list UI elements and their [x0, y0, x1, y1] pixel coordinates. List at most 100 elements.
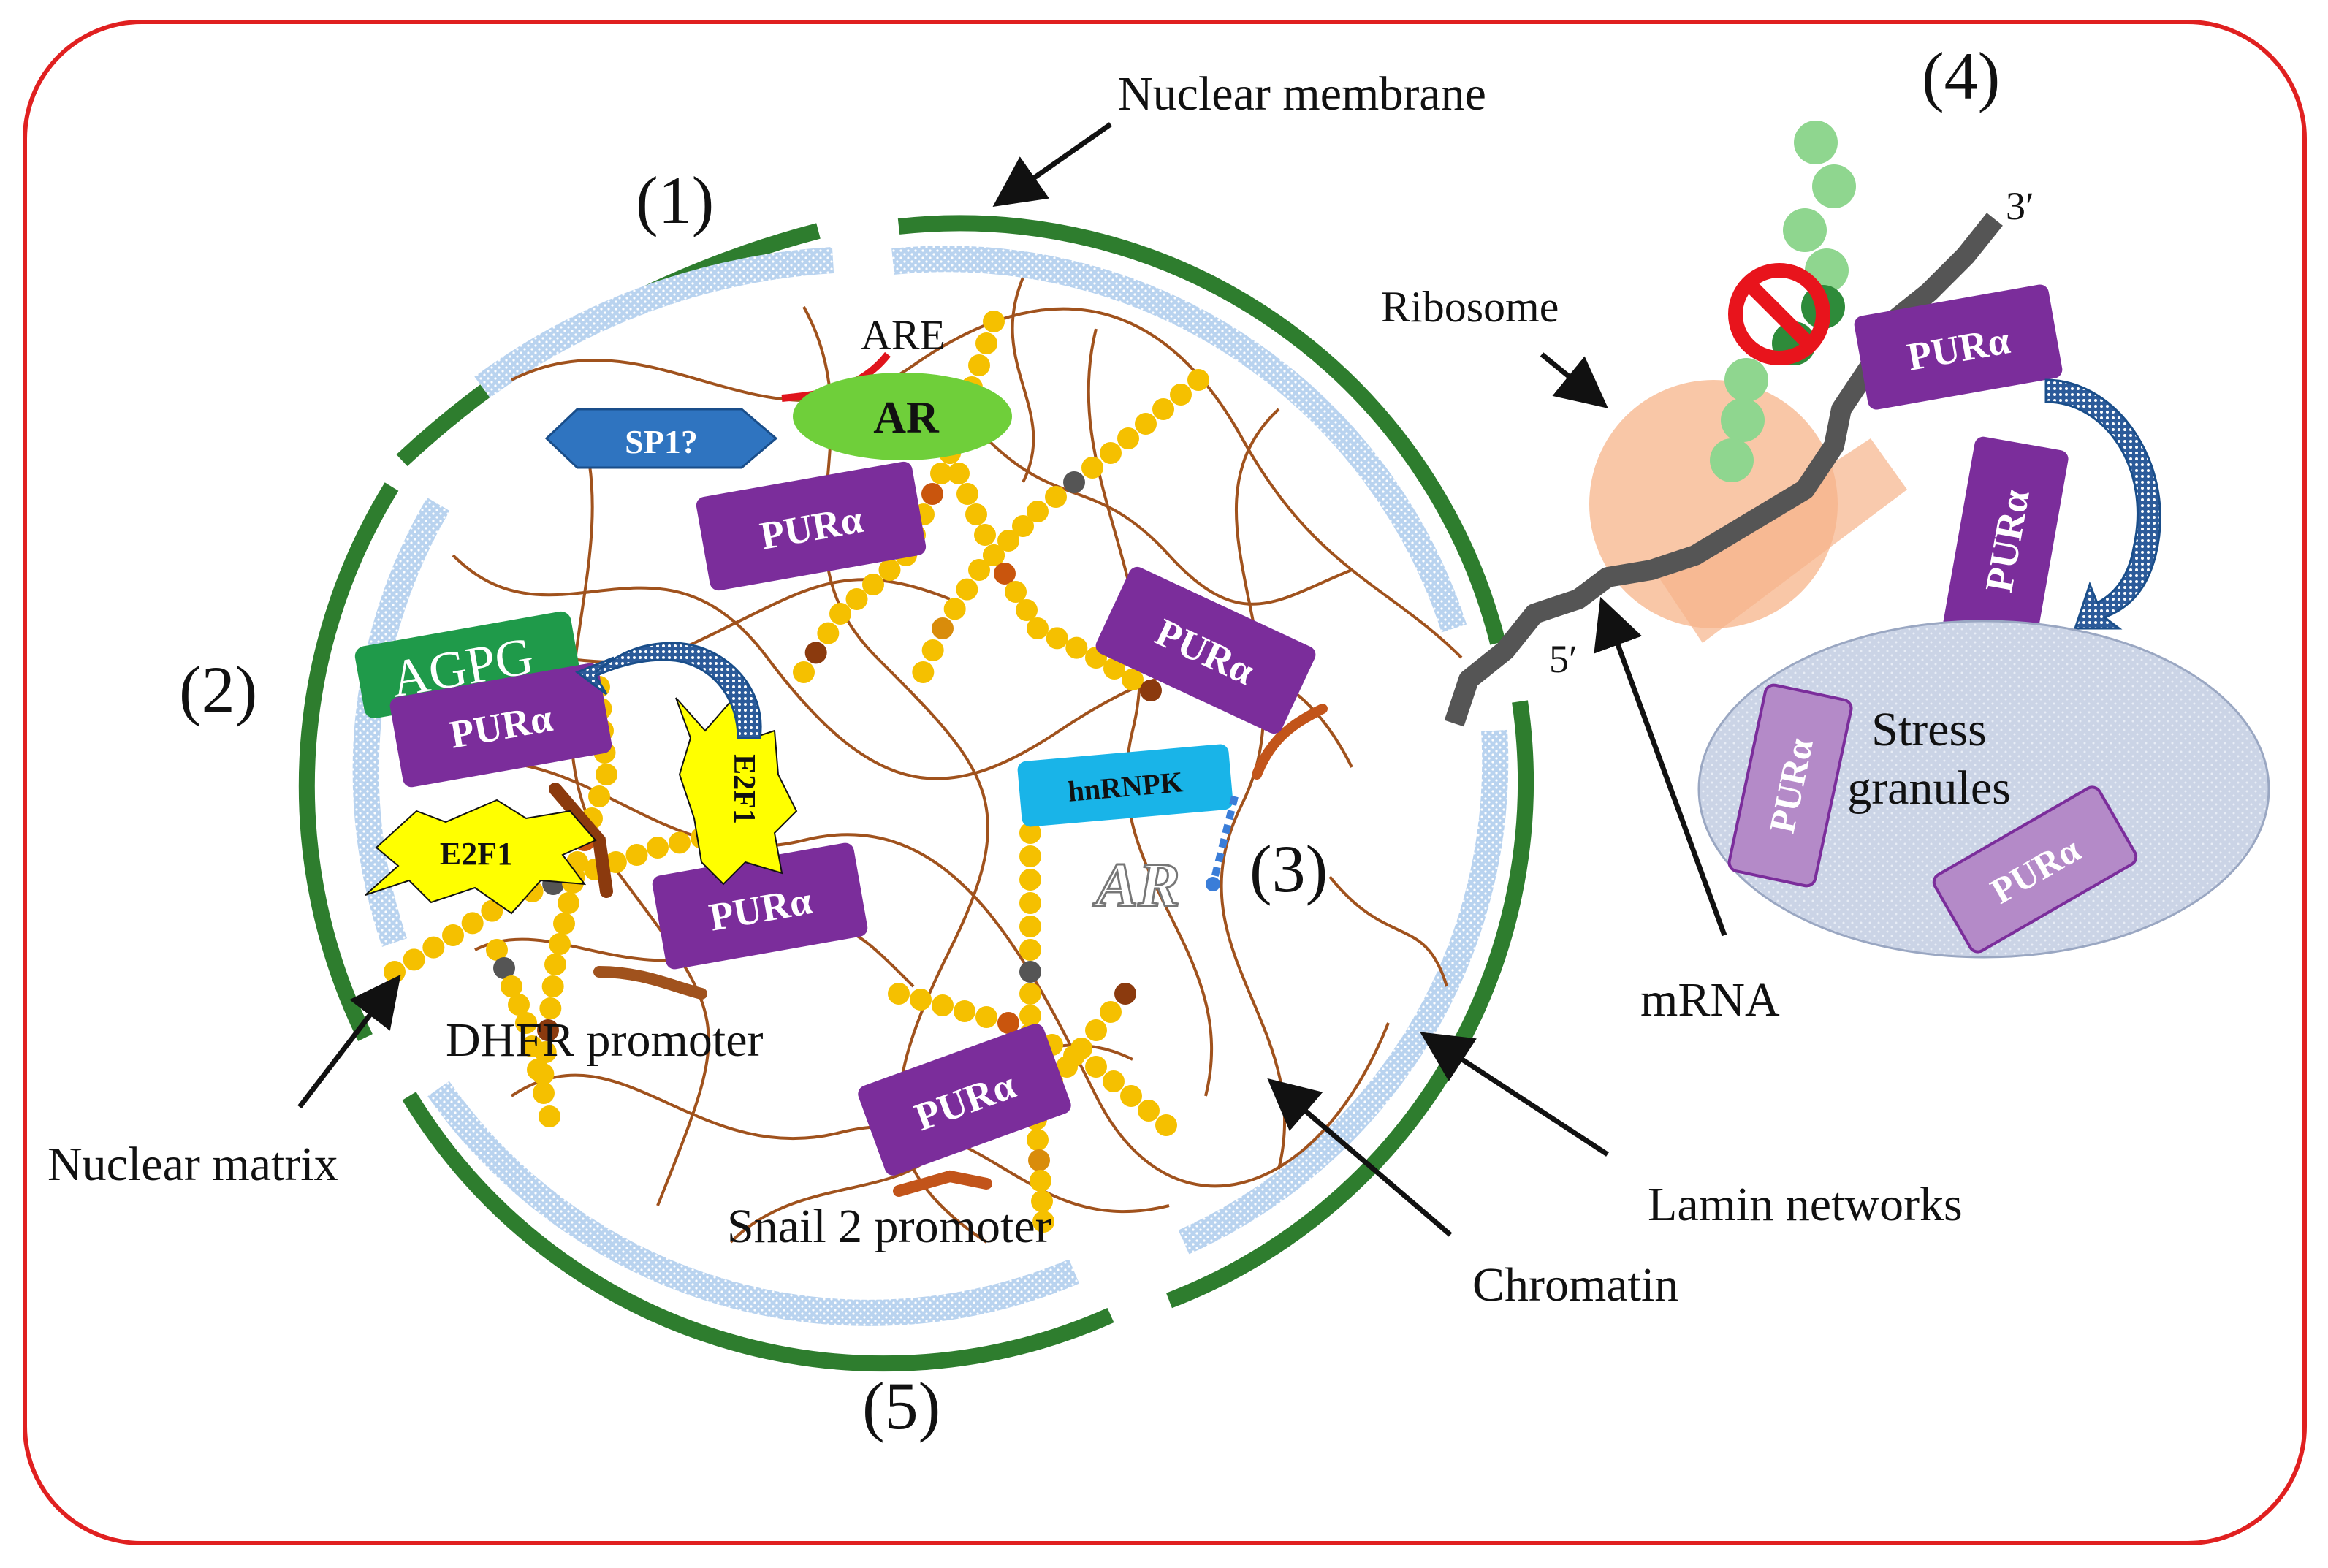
- pur-alpha-protein: PURα: [389, 663, 612, 788]
- matrix-bead: [1081, 457, 1103, 479]
- stress-granule: Stress granules PURα PURα: [1697, 620, 2270, 959]
- snail2-promoter-segment: [893, 1170, 992, 1197]
- matrix-bead: [539, 1105, 560, 1127]
- matrix-bead: [1152, 398, 1174, 420]
- matrix-bead: [533, 1082, 555, 1104]
- matrix-bead: [486, 939, 508, 961]
- matrix-bead: [558, 892, 579, 914]
- matrix-bead: [1012, 515, 1034, 537]
- matrix-bead: [1085, 1019, 1107, 1041]
- matrix-bead: [975, 332, 997, 354]
- matrix-bead: [921, 639, 944, 661]
- matrix-bead: [948, 463, 970, 484]
- matrix-bead: [1065, 636, 1088, 659]
- inhibit-icon: [1728, 263, 1830, 365]
- matrix-bead: [956, 483, 978, 505]
- matrix-bead: [527, 1059, 549, 1081]
- chromatin-label: Chromatin: [1472, 1258, 1678, 1312]
- matrix-bead: [481, 899, 503, 922]
- matrix-bead: [804, 642, 827, 664]
- sp1-factor: SP1?: [544, 408, 778, 469]
- matrix-bead: [1046, 627, 1068, 650]
- matrix-bead: [1070, 1038, 1092, 1059]
- matrix-bead: [508, 994, 530, 1016]
- cytoplasm-translation: 5′ 3′ PURα PURα Stress granules PURα: [1444, 121, 2270, 959]
- region-5-label: (5): [862, 1369, 940, 1443]
- matrix-bead: [983, 311, 1005, 332]
- matrix-bead: [974, 524, 996, 546]
- matrix-bead: [932, 617, 954, 639]
- matrix-bead: [1056, 1056, 1078, 1078]
- matrix-bead: [1138, 1100, 1160, 1122]
- ar-protein-label: AR: [873, 393, 940, 443]
- matrix-bead: [862, 574, 884, 595]
- matrix-bead: [461, 912, 484, 935]
- matrix-bead: [997, 530, 1019, 552]
- matrix-bead: [422, 936, 445, 959]
- matrix-bead: [912, 661, 935, 683]
- matrix-bead: [1114, 983, 1136, 1005]
- matrix-bead: [965, 503, 987, 525]
- matrix-bead: [1045, 486, 1067, 508]
- nuclear-matrix-label: Nuclear matrix: [47, 1138, 338, 1191]
- matrix-bead: [1027, 1129, 1049, 1151]
- matrix-bead: [878, 559, 901, 581]
- mrna-label: mRNA: [1640, 973, 1780, 1027]
- pur-alpha-protein: PURα: [1095, 566, 1316, 734]
- matrix-bead: [384, 961, 406, 983]
- matrix-bead: [1030, 1170, 1051, 1192]
- nuclear-membrane-label: Nuclear membrane: [1118, 67, 1486, 121]
- matrix-bead: [1187, 369, 1209, 391]
- matrix-bead: [1027, 617, 1049, 639]
- pur-alpha-protein: PURα: [1854, 284, 2063, 410]
- matrix-bead: [1019, 939, 1041, 961]
- matrix-bead: [793, 661, 815, 683]
- matrix-bead: [596, 764, 617, 785]
- matrix-bead: [921, 483, 943, 505]
- matrix-bead: [1140, 680, 1162, 701]
- matrix-bead: [1019, 869, 1041, 891]
- matrix-bead: [1155, 1114, 1177, 1136]
- sp1-label: SP1?: [625, 423, 698, 460]
- dhfr-promoter-label: DHFR promoter: [446, 1013, 764, 1067]
- matrix-bead: [968, 354, 990, 376]
- matrix-bead: [1122, 669, 1144, 690]
- arrow-icon: [297, 974, 401, 1109]
- matrix-bead: [442, 924, 464, 946]
- promoter-segments: [549, 704, 1328, 1197]
- matrix-bead: [1103, 1070, 1125, 1092]
- matrix-bead: [1117, 427, 1139, 449]
- matrix-bead: [1019, 983, 1041, 1005]
- matrix-bead: [1063, 471, 1085, 493]
- arrow-icon: [992, 122, 1113, 208]
- matrix-bead: [1028, 1149, 1050, 1171]
- matrix-bead: [521, 1035, 543, 1057]
- pur-alpha-protein: PURα: [1727, 683, 1853, 888]
- matrix-bead: [541, 975, 564, 997]
- matrix-bead: [956, 578, 978, 601]
- matrix-bead: [544, 954, 566, 975]
- curved-arrow-icon: [2044, 378, 2161, 630]
- matrix-bead: [604, 851, 627, 873]
- matrix-bead: [997, 1012, 1019, 1034]
- snail2-promoter-label: Snail 2 promoter: [727, 1200, 1051, 1253]
- are-label: ARE: [861, 311, 946, 359]
- lamin-networks-label: Lamin networks: [1648, 1178, 1963, 1231]
- arrow-icon: [1420, 1032, 1609, 1157]
- matrix-bead: [588, 785, 610, 807]
- matrix-bead: [1016, 599, 1038, 621]
- matrix-bead: [537, 1019, 559, 1041]
- matrix-bead: [975, 1006, 997, 1028]
- lamin-network-ring: [352, 246, 1509, 1326]
- hnrnpk-protein: hnRNPK: [1017, 744, 1233, 827]
- matrix-bead: [1135, 413, 1157, 435]
- region-1-label: (1): [636, 163, 714, 237]
- ar-gene-label: AR: [1092, 850, 1180, 920]
- labels: Nuclear membrane (1) (4) (2) (3) (5) Rib…: [47, 39, 2000, 1443]
- matrix-bead: [932, 994, 954, 1016]
- matrix-bead: [403, 948, 425, 971]
- e2f1-factor: E2F1: [365, 799, 597, 915]
- pur-alpha-protein: PURα: [858, 1024, 1071, 1176]
- e2f1-factor: E2F1: [675, 697, 798, 886]
- pur-alpha-protein: PURα: [1932, 785, 2138, 954]
